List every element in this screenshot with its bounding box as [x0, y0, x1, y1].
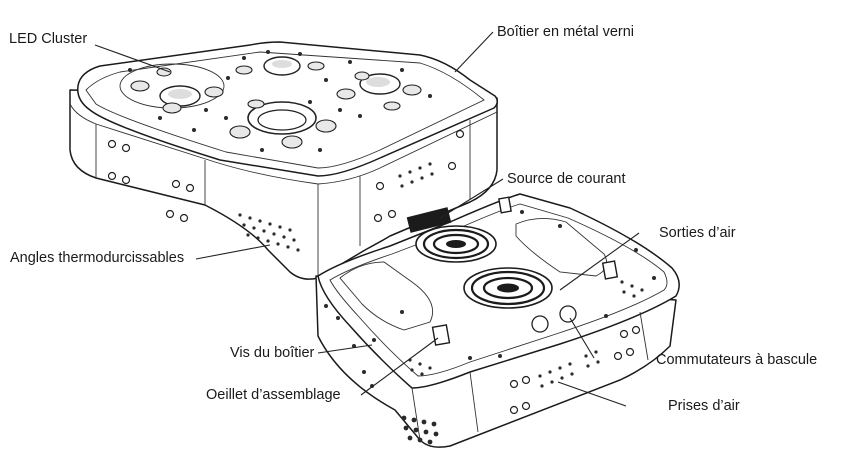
- label-commutateurs: Commutateurs à bascule: [656, 352, 818, 368]
- power-source: [406, 207, 452, 233]
- label-led-cluster: LED Cluster: [9, 31, 88, 47]
- label-angles: Angles thermodurcissables: [10, 250, 185, 266]
- leader-lines: [94, 31, 640, 407]
- label-source-courant: Source de courant: [507, 171, 626, 187]
- fan-2: [463, 267, 553, 309]
- fan-1: [415, 225, 497, 263]
- label-oeillet: Oeillet d’assemblage: [206, 387, 341, 403]
- top-unit: [69, 41, 498, 280]
- label-boitier: Boîtier en métal verni: [497, 24, 635, 40]
- label-vis-boitier: Vis du boîtier: [230, 345, 315, 361]
- label-sorties-air: Sorties d’air: [659, 225, 736, 241]
- led-clusters: [119, 50, 432, 152]
- label-prises-air: Prises d’air: [668, 398, 740, 414]
- rocker-switches: [531, 305, 577, 333]
- bottom-unit: [315, 193, 680, 448]
